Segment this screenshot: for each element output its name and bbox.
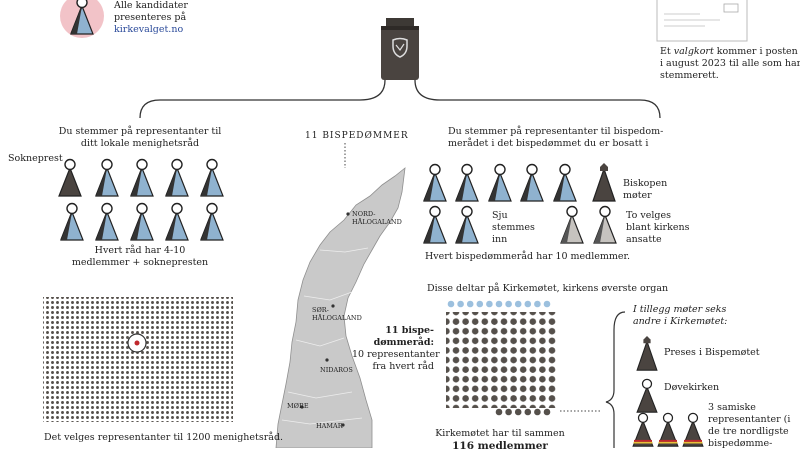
church-meeting-dot-grid (446, 300, 556, 416)
candidate-person-icon (60, 0, 104, 38)
voting-card-text: Et valgkort kommer i posten i august 202… (660, 46, 800, 81)
council-size-text: Hvert råd har 4-10 medlemmer + soknepres… (71, 245, 209, 268)
region-nidaros: NIDAROS (320, 366, 353, 374)
norway-map (275, 167, 406, 448)
region-hamar: HAMAR (316, 422, 343, 430)
diocese-title: 11 BISPEDØMMER (305, 131, 409, 141)
candidates-text: Alle kandidater presenteres på kirkevalg… (114, 0, 188, 35)
extra-members-brace (605, 311, 626, 448)
parish-dot-grid (43, 297, 233, 422)
eleven-councils-text: 11 bispe- dømmeråd: 10 representanter fr… (352, 325, 440, 372)
diocese-council-size: Hvert bispedømmeråd har 10 medlemmer. (425, 251, 631, 262)
diocese-heading: Du stemmer på representanter til bispedo… (448, 126, 664, 149)
region-sor-halogaland: SØR-HÅLOGALAND (312, 306, 362, 322)
kirkevalget-link[interactable]: kirkevalget.no (114, 24, 184, 35)
voting-card-icon (656, 0, 748, 42)
region-nord-halogaland: NORD-HÅLOGALAND (352, 210, 402, 226)
church-meeting-text: Disse deltar på Kirkemøtet, kirkens øver… (427, 283, 669, 294)
branch-brace (139, 79, 661, 119)
parish-total-text: Det velges representanter til 1200 menig… (44, 432, 284, 443)
ballot-box-icon (381, 18, 419, 80)
region-more: MØRE (287, 402, 309, 410)
soknеprest-label: Sokneprest (8, 153, 63, 164)
church-meeting-total: Kirkemøtet har til sammen 116 medlemmer (435, 428, 565, 452)
preses-label: Preses i Bispemøtet (664, 347, 760, 358)
parish-heading: Du stemmer på representanter til ditt lo… (58, 126, 222, 149)
parish-council-figures (58, 158, 224, 241)
deaf-church-label: Døvekirken (664, 382, 720, 393)
highlight-marker (127, 333, 147, 353)
